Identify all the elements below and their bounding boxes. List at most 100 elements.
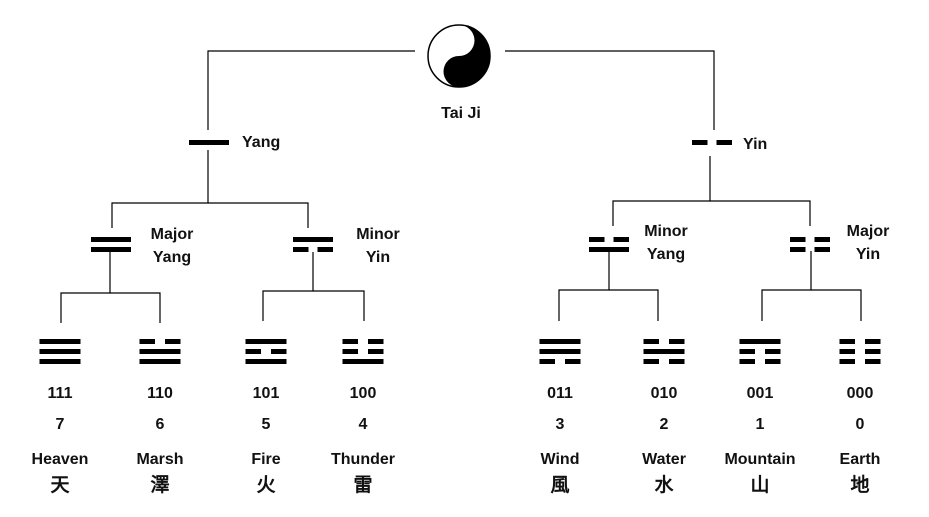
connector-minor-yin-thunder xyxy=(313,290,365,321)
solid-line xyxy=(245,359,287,364)
broken-line-left xyxy=(139,339,155,344)
char-heaven: 天 xyxy=(50,474,70,496)
label-minor-yang-line-2: Yang xyxy=(646,246,686,263)
connector-yang-minor-yin xyxy=(208,202,309,228)
solid-line xyxy=(643,349,685,354)
solid-line xyxy=(342,359,384,364)
label-major-yang-line-2: Yang xyxy=(152,249,192,266)
broken-line-right xyxy=(814,247,830,252)
yin-dot xyxy=(454,67,464,76)
char-water: 水 xyxy=(654,474,674,496)
broken-line-right xyxy=(613,237,629,242)
char-fire: 火 xyxy=(256,474,276,496)
line-symbol-yin xyxy=(692,140,732,145)
connector-yin-minor-yang xyxy=(612,156,711,226)
label-yang: Yang xyxy=(242,134,281,151)
trigram-marsh xyxy=(139,339,181,364)
connector-root-yang xyxy=(207,50,415,130)
broken-line-right xyxy=(317,247,333,252)
connector-major-yang-marsh xyxy=(110,292,161,323)
char-wind: 風 xyxy=(550,474,570,496)
root-label: Tai Ji xyxy=(441,105,481,122)
broken-line-left xyxy=(293,247,309,252)
number-earth: 0 xyxy=(855,416,865,433)
broken-line-left xyxy=(342,349,358,354)
solid-line xyxy=(39,349,81,354)
name-earth: Earth xyxy=(839,451,881,468)
name-thunder: Thunder xyxy=(331,451,395,468)
broken-line-left xyxy=(692,140,708,145)
binary-mountain: 001 xyxy=(746,385,774,402)
broken-line-right xyxy=(565,359,581,364)
broken-line-right xyxy=(814,237,830,242)
connector-minor-yin-fire xyxy=(262,252,314,321)
line-symbol-yang xyxy=(189,140,229,145)
number-mountain: 1 xyxy=(755,416,765,433)
broken-line-right xyxy=(669,339,685,344)
solid-line xyxy=(139,349,181,354)
broken-line-left xyxy=(839,339,855,344)
line-symbol-major-yin xyxy=(790,237,830,252)
broken-line-left xyxy=(643,339,659,344)
broken-line-left xyxy=(643,359,659,364)
number-water: 2 xyxy=(659,416,669,433)
solid-line xyxy=(139,359,181,364)
line-symbol-major-yang xyxy=(91,237,131,252)
broken-line-left xyxy=(790,247,806,252)
name-fire: Fire xyxy=(251,451,281,468)
trigram-wind xyxy=(539,339,581,364)
binary-earth: 000 xyxy=(846,385,874,402)
trigram-mountain xyxy=(739,339,781,364)
binary-wind: 011 xyxy=(547,385,573,402)
char-thunder: 雷 xyxy=(353,474,373,496)
solid-line xyxy=(39,339,81,344)
trigram-heaven xyxy=(39,339,81,364)
label-yin: Yin xyxy=(743,136,768,153)
name-heaven: Heaven xyxy=(31,451,89,468)
broken-line-right xyxy=(165,339,181,344)
connector-root-yin xyxy=(505,50,715,130)
solid-line xyxy=(739,339,781,344)
broken-line-right xyxy=(368,349,384,354)
broken-line-left xyxy=(589,237,605,242)
number-heaven: 7 xyxy=(55,416,65,433)
trigram-thunder xyxy=(342,339,384,364)
broken-line-right xyxy=(765,349,781,354)
solid-line xyxy=(539,339,581,344)
connector-yin-major-yin xyxy=(710,200,811,226)
connector-major-yang-heaven xyxy=(60,252,111,323)
broken-line-right xyxy=(765,359,781,364)
yang-dot xyxy=(454,36,464,45)
label-major-yin-line-2: Yin xyxy=(855,246,881,263)
broken-line-left xyxy=(790,237,806,242)
broken-line-right xyxy=(368,339,384,344)
broken-line-right xyxy=(865,359,881,364)
binary-heaven: 111 xyxy=(47,385,73,402)
binary-marsh: 110 xyxy=(147,385,173,402)
broken-line-left xyxy=(839,359,855,364)
solid-line xyxy=(39,359,81,364)
connector-minor-yang-water xyxy=(609,289,659,321)
name-wind: Wind xyxy=(540,451,580,468)
broken-line-right xyxy=(865,339,881,344)
number-fire: 5 xyxy=(261,416,271,433)
number-thunder: 4 xyxy=(358,416,368,433)
label-minor-yin-line-2: Yin xyxy=(365,249,391,266)
char-mountain: 山 xyxy=(750,474,770,496)
binary-fire: 101 xyxy=(252,385,280,402)
broken-line-left xyxy=(839,349,855,354)
broken-line-left xyxy=(342,339,358,344)
char-marsh: 澤 xyxy=(150,474,170,496)
label-minor-yang-line-1: Minor xyxy=(644,223,688,240)
solid-line xyxy=(189,140,229,145)
number-wind: 3 xyxy=(555,416,565,433)
yin-yang-icon xyxy=(427,24,491,88)
name-water: Water xyxy=(642,451,686,468)
trigram-earth xyxy=(839,339,881,364)
solid-line xyxy=(539,349,581,354)
broken-line-right xyxy=(271,349,287,354)
solid-line xyxy=(245,339,287,344)
trigram-fire xyxy=(245,339,287,364)
binary-thunder: 100 xyxy=(349,385,377,402)
